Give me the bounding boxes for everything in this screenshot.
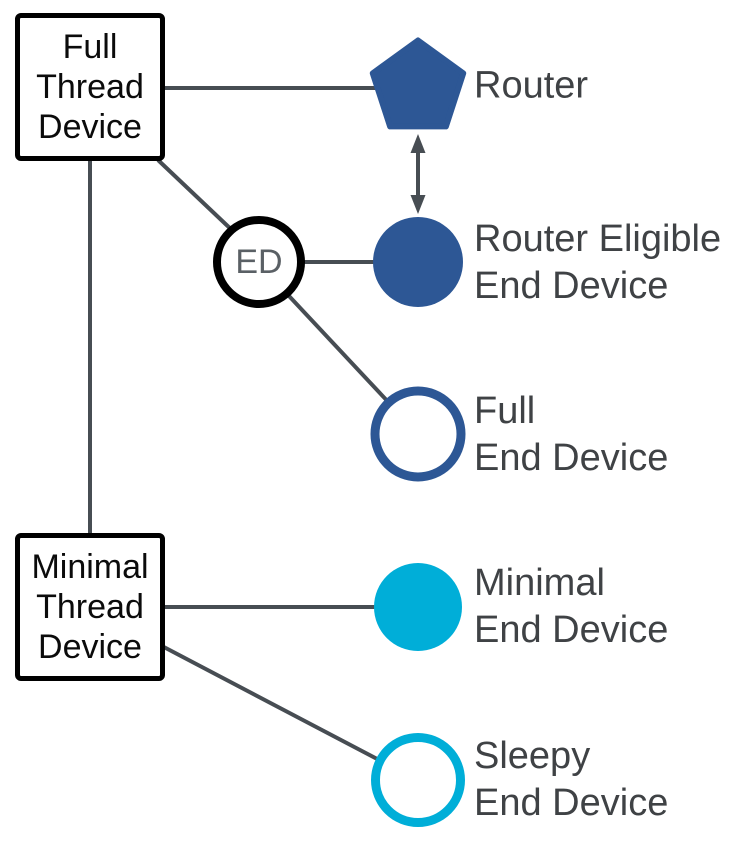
ed-badge-label: ED [235,242,283,281]
arrowhead-down-icon [410,195,426,214]
minimal-end-device-label: Minimal End Device [474,562,669,651]
connector-ftd-ed [156,158,237,235]
ed-circle-badge: ED [213,216,305,308]
router-label: Router [474,64,589,107]
router-pentagon [369,37,467,130]
sleepy-end-device-label: Sleepy End Device [474,735,669,824]
minimal-thread-device-box: Minimal Thread Device [15,533,165,681]
router-eligible-end-device-node [373,217,463,307]
full-thread-device-box: Full Thread Device [15,13,165,161]
connector-mtd-sed [159,643,382,763]
router-reed-double-arrow-icon [410,134,426,214]
arrowhead-up-icon [410,134,426,153]
full-end-device-node [370,386,466,482]
router-eligible-end-device-label: Router Eligible End Device [474,218,722,307]
connector-ed-fed [287,294,394,408]
full-end-device-label: Full End Device [474,390,669,479]
minimal-end-device-node [374,563,462,651]
sleepy-end-device-node [371,733,465,827]
